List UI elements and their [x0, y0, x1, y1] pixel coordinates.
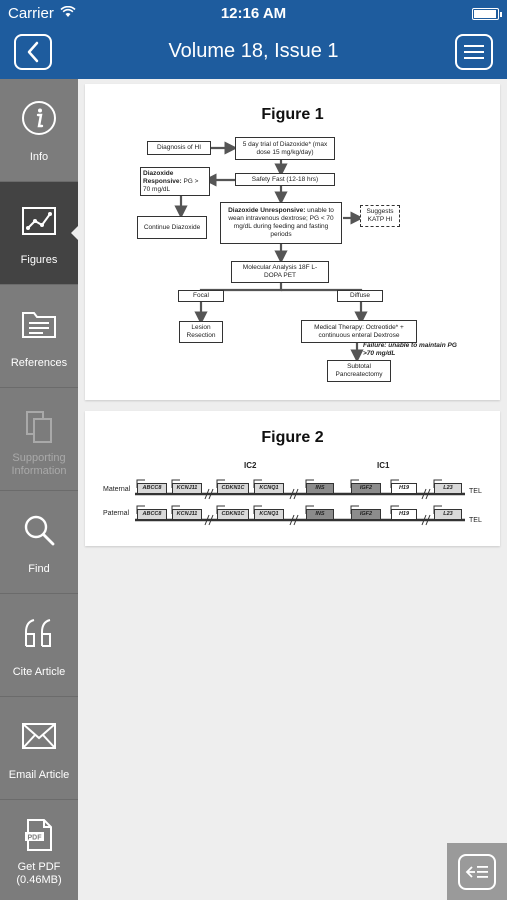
gene-ins-paternal: INS [306, 509, 334, 520]
flow-box-molecular-analysis: Molecular Analysis 18F L-DOPA PET [231, 261, 329, 283]
chromosome-lines [135, 479, 465, 526]
sidebar-item-figures[interactable]: Figures [0, 182, 78, 285]
flow-box-diagnosis: Diagnosis of HI [147, 141, 211, 155]
battery-icon [472, 8, 502, 20]
flow-failure-note: Failure: unable to maintain PG >70 mg/dL [363, 342, 457, 357]
sidebar-item-find[interactable]: Find [0, 491, 78, 594]
sidebar-item-info[interactable]: Info [0, 79, 78, 182]
hamburger-icon [464, 45, 484, 59]
paternal-label: Paternal [103, 510, 130, 517]
sidebar-item-label: Figures [20, 254, 58, 266]
sidebar-item-supporting-information: Supporting Information [0, 388, 78, 491]
sidebar-item-cite-article[interactable]: Cite Article [0, 594, 78, 697]
info-icon [0, 99, 78, 137]
quote-icon [0, 614, 78, 652]
gene-kcnq1-maternal: KCNQ1 [254, 483, 284, 494]
tel-label-paternal: TEL [469, 517, 482, 524]
flow-box-responsive: Diazoxide Responsive: PG > 70 mg/dL [140, 167, 210, 196]
flow-box-subtotal-pancreatectomy: Subtotal Pancreatectomy [327, 360, 391, 382]
toggle-sidebar-button[interactable] [447, 843, 507, 900]
figure-title: Figure 2 [261, 429, 324, 446]
figure-1-card[interactable]: Figure 1 Diagnosis of HI 5 day trial of … [85, 84, 500, 400]
gene-kcnj11-paternal: KCNJ11 [172, 509, 202, 520]
wifi-icon [60, 5, 76, 22]
sidebar-item-references[interactable]: References [0, 285, 78, 388]
top-bar: Carrier 12:16 AM Volume 18, Issue 1 [0, 0, 507, 79]
sidebar-item-label: References [10, 357, 68, 369]
tel-label-maternal: TEL [469, 488, 482, 495]
region-label-ic1: IC1 [377, 461, 390, 470]
sidebar-item-label: Email Article [8, 769, 70, 781]
maternal-label: Maternal [103, 486, 131, 493]
gene-cdkn1c-paternal: CDKN1C [217, 509, 249, 520]
carrier-label: Carrier [8, 5, 54, 22]
flow-box-focal: Focal [178, 290, 224, 302]
figure-title: Figure 1 [261, 106, 324, 123]
flow-box-continue-diazoxide: Continue Diazoxide [137, 216, 207, 239]
chevron-left-icon [27, 41, 39, 63]
sidebar-item-label: Find [28, 563, 50, 575]
search-icon [0, 511, 78, 549]
menu-button[interactable] [455, 34, 493, 70]
pdf-icon: PDF [0, 816, 78, 854]
flow-box-medical-therapy: Medical Therapy: Octreotide* + continuou… [301, 320, 417, 343]
flow-box-diffuse: Diffuse [337, 290, 383, 302]
collapse-list-icon [458, 853, 496, 890]
sidebar-item-get-pdf[interactable]: PDF Get PDF (0.46MB) [0, 800, 78, 900]
sidebar-item-label: Info [29, 151, 49, 163]
gene-kcnj11-maternal: KCNJ11 [172, 483, 202, 494]
gene-ins-maternal: INS [306, 483, 334, 494]
back-button[interactable] [14, 34, 52, 70]
flow-box-suggests-katp: Suggests KATP HI [360, 205, 400, 227]
page-title: Volume 18, Issue 1 [168, 40, 339, 62]
sidebar-item-label: Supporting Information [11, 452, 67, 477]
flow-box-safety-fast: Safety Fast (12-18 hrs) [235, 173, 335, 186]
sidebar-item-email-article[interactable]: Email Article [0, 697, 78, 800]
gene-igf2-paternal: IGF2 [351, 509, 381, 520]
gene-l23-maternal: L23 [434, 483, 462, 494]
gene-abcc8-paternal: ABCC8 [137, 509, 167, 520]
svg-text:PDF: PDF [28, 835, 43, 842]
gene-abcc8-maternal: ABCC8 [137, 483, 167, 494]
flow-box-lesion-resection: Lesion Resection [179, 321, 223, 343]
gene-cdkn1c-maternal: CDKN1C [217, 483, 249, 494]
envelope-icon [0, 717, 78, 755]
figure-2-card[interactable]: Figure 2 IC2 IC1 Maternal Paternal TEL T… [85, 411, 500, 546]
gene-h19-maternal: H19 [391, 483, 417, 494]
flow-box-diazoxide-trial: 5 day trial of Diazoxide* (max dose 15 m… [235, 137, 335, 160]
figures-icon [0, 202, 78, 240]
gene-igf2-maternal: IGF2 [351, 483, 381, 494]
gene-kcnq1-paternal: KCNQ1 [254, 509, 284, 520]
references-icon [0, 305, 78, 343]
flow-box-unresponsive: Diazoxide Unresponsive: unable to wean i… [220, 202, 342, 244]
sidebar: Info Figures References Supporting Infor… [0, 79, 78, 900]
gene-l23-paternal: L23 [434, 509, 462, 520]
gene-h19-paternal: H19 [391, 509, 417, 520]
sidebar-item-label: Get PDF (0.46MB) [16, 861, 62, 886]
sidebar-item-label: Cite Article [12, 666, 66, 678]
supporting-info-icon [0, 408, 78, 446]
status-bar: Carrier 12:16 AM [0, 0, 507, 28]
region-label-ic2: IC2 [244, 461, 257, 470]
clock: 12:16 AM [220, 5, 287, 22]
